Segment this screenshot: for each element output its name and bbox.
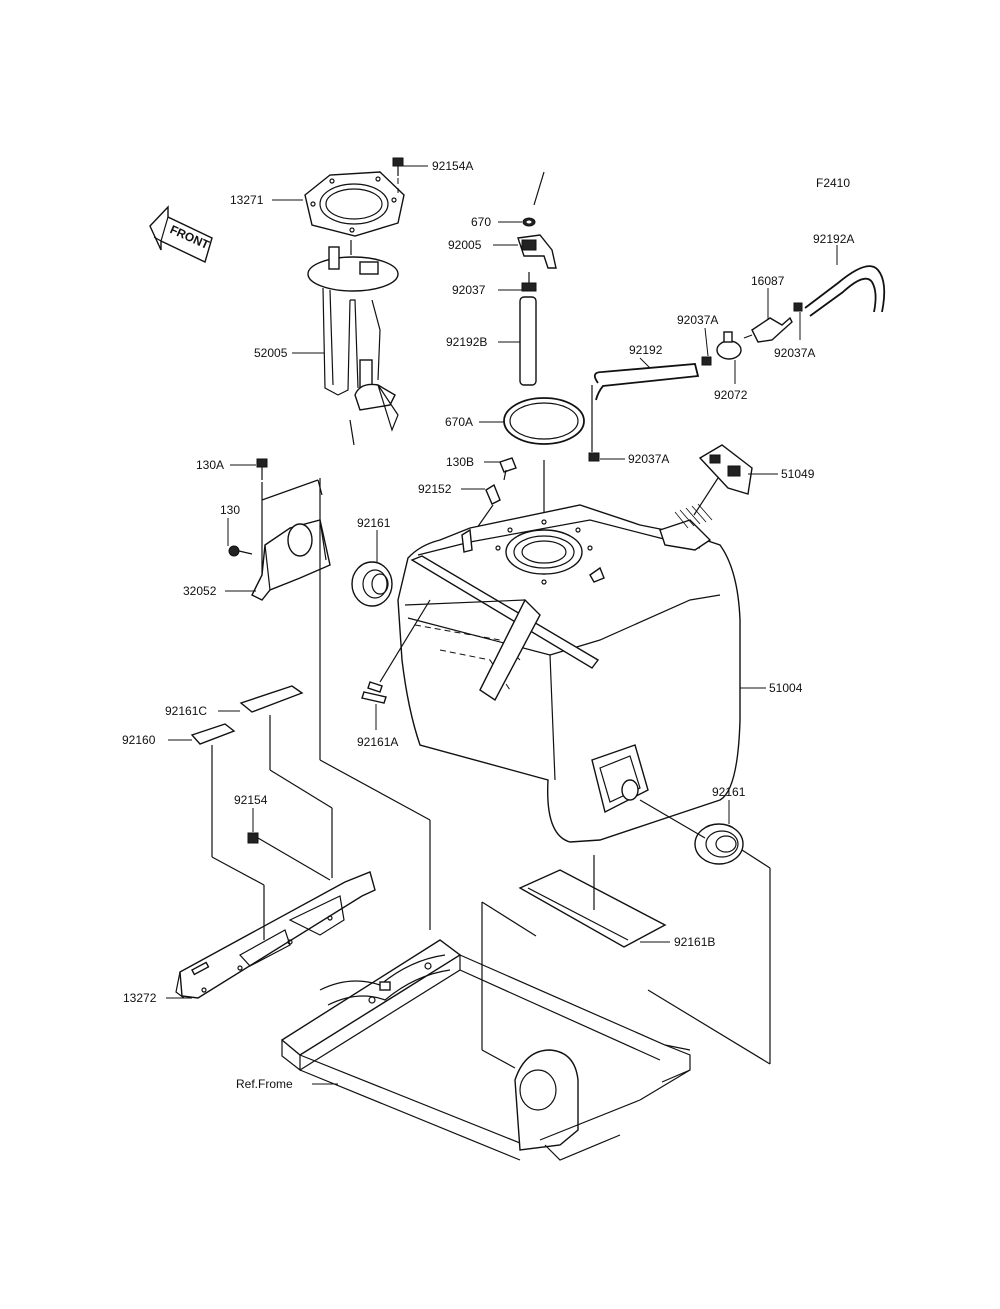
part-92161C-pad[interactable] [239, 685, 304, 713]
label-51049: 51049 [781, 467, 815, 481]
label-92161B: 92161B [674, 935, 715, 949]
part-670-washer[interactable] [522, 217, 536, 227]
part-92154-bolt[interactable] [247, 832, 331, 881]
part-52005-fuel-pump[interactable] [307, 246, 399, 446]
part-670A-o-ring[interactable] [503, 397, 585, 445]
filler-neck-threads [674, 503, 713, 529]
part-92161B-pad[interactable] [518, 869, 667, 948]
assembly-guide-lines [211, 478, 771, 1069]
part-92160-pad[interactable] [190, 723, 236, 745]
label-92154A: 92154A [432, 159, 473, 173]
part-92192A-hose[interactable] [804, 265, 886, 317]
label-92161C: 92161C [165, 704, 207, 718]
label-92192B: 92192B [446, 335, 487, 349]
part-92072-fitting[interactable] [716, 331, 742, 360]
label-92037: 92037 [452, 283, 486, 297]
label-51004: 51004 [769, 681, 803, 695]
part-92005-fitting[interactable] [517, 234, 557, 269]
label-16087: 16087 [751, 274, 785, 288]
label-92192A: 92192A [813, 232, 854, 246]
part-92192B-hose[interactable] [519, 296, 537, 386]
part-92161A-clip[interactable] [361, 681, 387, 704]
label-92037A-left: 92037A [677, 313, 718, 327]
part-13271-gasket-plate[interactable] [304, 171, 405, 237]
label-92154: 92154 [234, 793, 268, 807]
part-92154A-bolt[interactable] [392, 157, 404, 176]
label-92005: 92005 [448, 238, 482, 252]
label-92160: 92160 [122, 733, 156, 747]
label-13271: 13271 [230, 193, 264, 207]
part-51049-fuel-cap[interactable] [698, 444, 753, 495]
part-92037A-clamp-left[interactable] [701, 356, 712, 366]
part-32052-bracket[interactable] [251, 519, 331, 601]
part-130A-bolt[interactable] [256, 458, 268, 480]
label-92192: 92192 [629, 343, 663, 357]
figure-code: F2410 [816, 176, 850, 190]
label-13272: 13272 [123, 991, 157, 1005]
label-32052: 32052 [183, 584, 217, 598]
label-92161-top: 92161 [357, 516, 391, 530]
part-16087-filter[interactable] [743, 316, 793, 343]
part-130-bolt[interactable] [228, 545, 253, 557]
front-arrow-icon: FRONT [149, 205, 213, 263]
label-92152: 92152 [418, 482, 452, 496]
label-92161-bottom: 92161 [712, 785, 746, 799]
leader-lines [166, 165, 838, 1085]
part-92037-clamp[interactable] [521, 272, 537, 292]
label-670A: 670A [445, 415, 473, 429]
ref-frame [280, 939, 691, 1161]
label-130: 130 [220, 503, 240, 517]
part-92037A-clamp-right[interactable] [793, 302, 803, 312]
label-92037A-mid: 92037A [628, 452, 669, 466]
part-92037A-clamp-mid[interactable] [588, 452, 600, 462]
label-130A: 130A [196, 458, 224, 472]
label-52005: 52005 [254, 346, 288, 360]
label-92161A: 92161A [357, 735, 398, 749]
part-92152-collar[interactable] [485, 483, 501, 505]
label-670: 670 [471, 215, 491, 229]
part-92161-grommet-bottom[interactable] [694, 823, 744, 865]
part-92161-grommet-top[interactable] [351, 561, 393, 607]
label-130B: 130B [446, 455, 474, 469]
label-92072: 92072 [714, 388, 748, 402]
part-13272-mount-bracket[interactable] [175, 871, 376, 999]
label-92037A-right: 92037A [774, 346, 815, 360]
label-ref-frame: Ref.Frome [236, 1077, 293, 1091]
part-130B-bolt[interactable] [499, 457, 517, 481]
part-92192-hose[interactable] [591, 363, 700, 452]
part-51004-fuel-tank[interactable] [397, 503, 741, 843]
